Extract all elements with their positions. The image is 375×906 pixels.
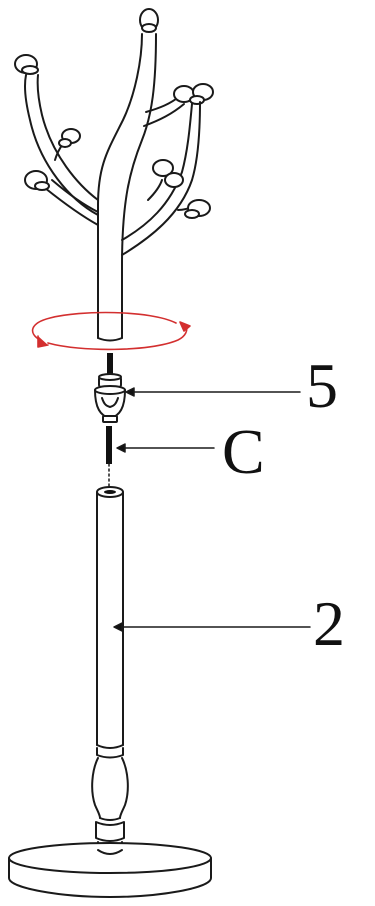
pole-part-2	[91, 486, 129, 854]
callout-label-2: 2	[313, 588, 345, 659]
dowel-part-c	[106, 426, 112, 489]
base-plate	[8, 842, 212, 898]
coat-tree-top	[14, 8, 214, 342]
rotation-arrow-icon	[31, 311, 191, 351]
dowel-pin-top	[107, 353, 113, 379]
callout-label-c: C	[222, 416, 265, 487]
leader-lines	[113, 387, 311, 632]
connector-part-5	[94, 373, 126, 423]
callout-label-5: 5	[306, 350, 338, 421]
